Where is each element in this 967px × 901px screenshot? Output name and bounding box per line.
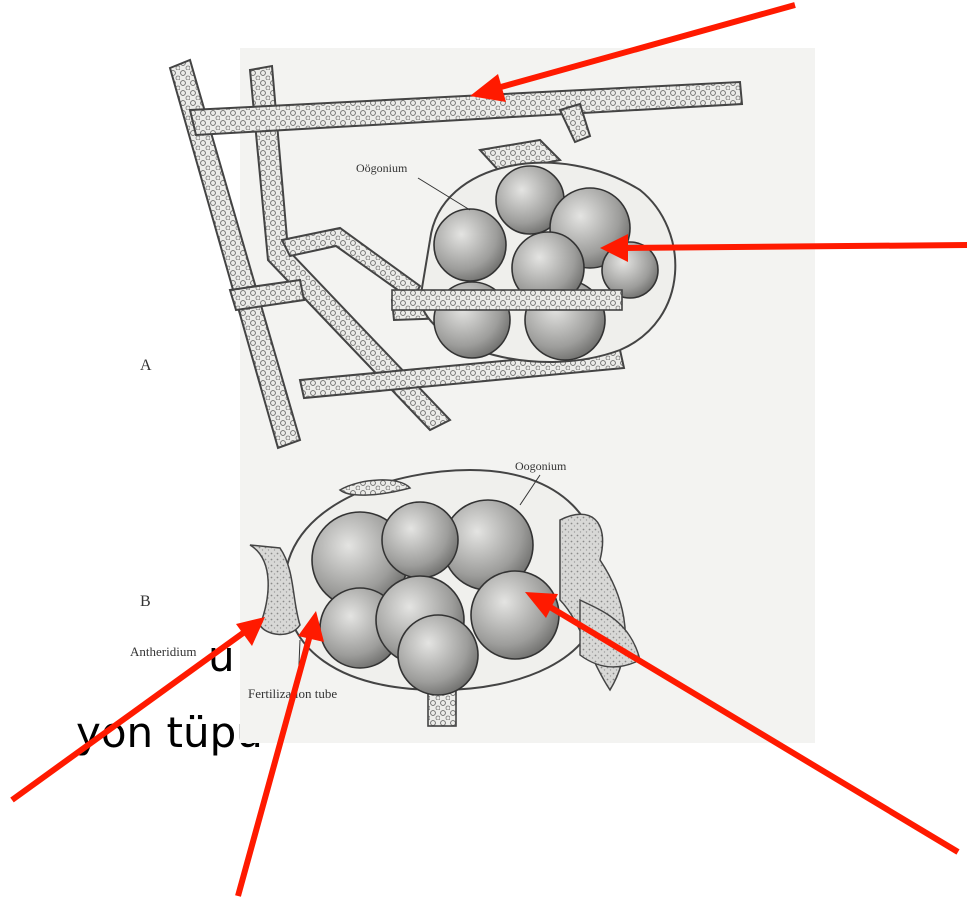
panel-b-letter: B — [140, 593, 151, 610]
arrow-oospore-a — [625, 245, 967, 248]
label-antheridium: Antheridium — [130, 644, 196, 659]
panel-a-letter: A — [140, 357, 152, 374]
label-oogonium-b: Oogonium — [515, 459, 567, 473]
label-oogonium-a: Oögonium — [356, 161, 408, 175]
